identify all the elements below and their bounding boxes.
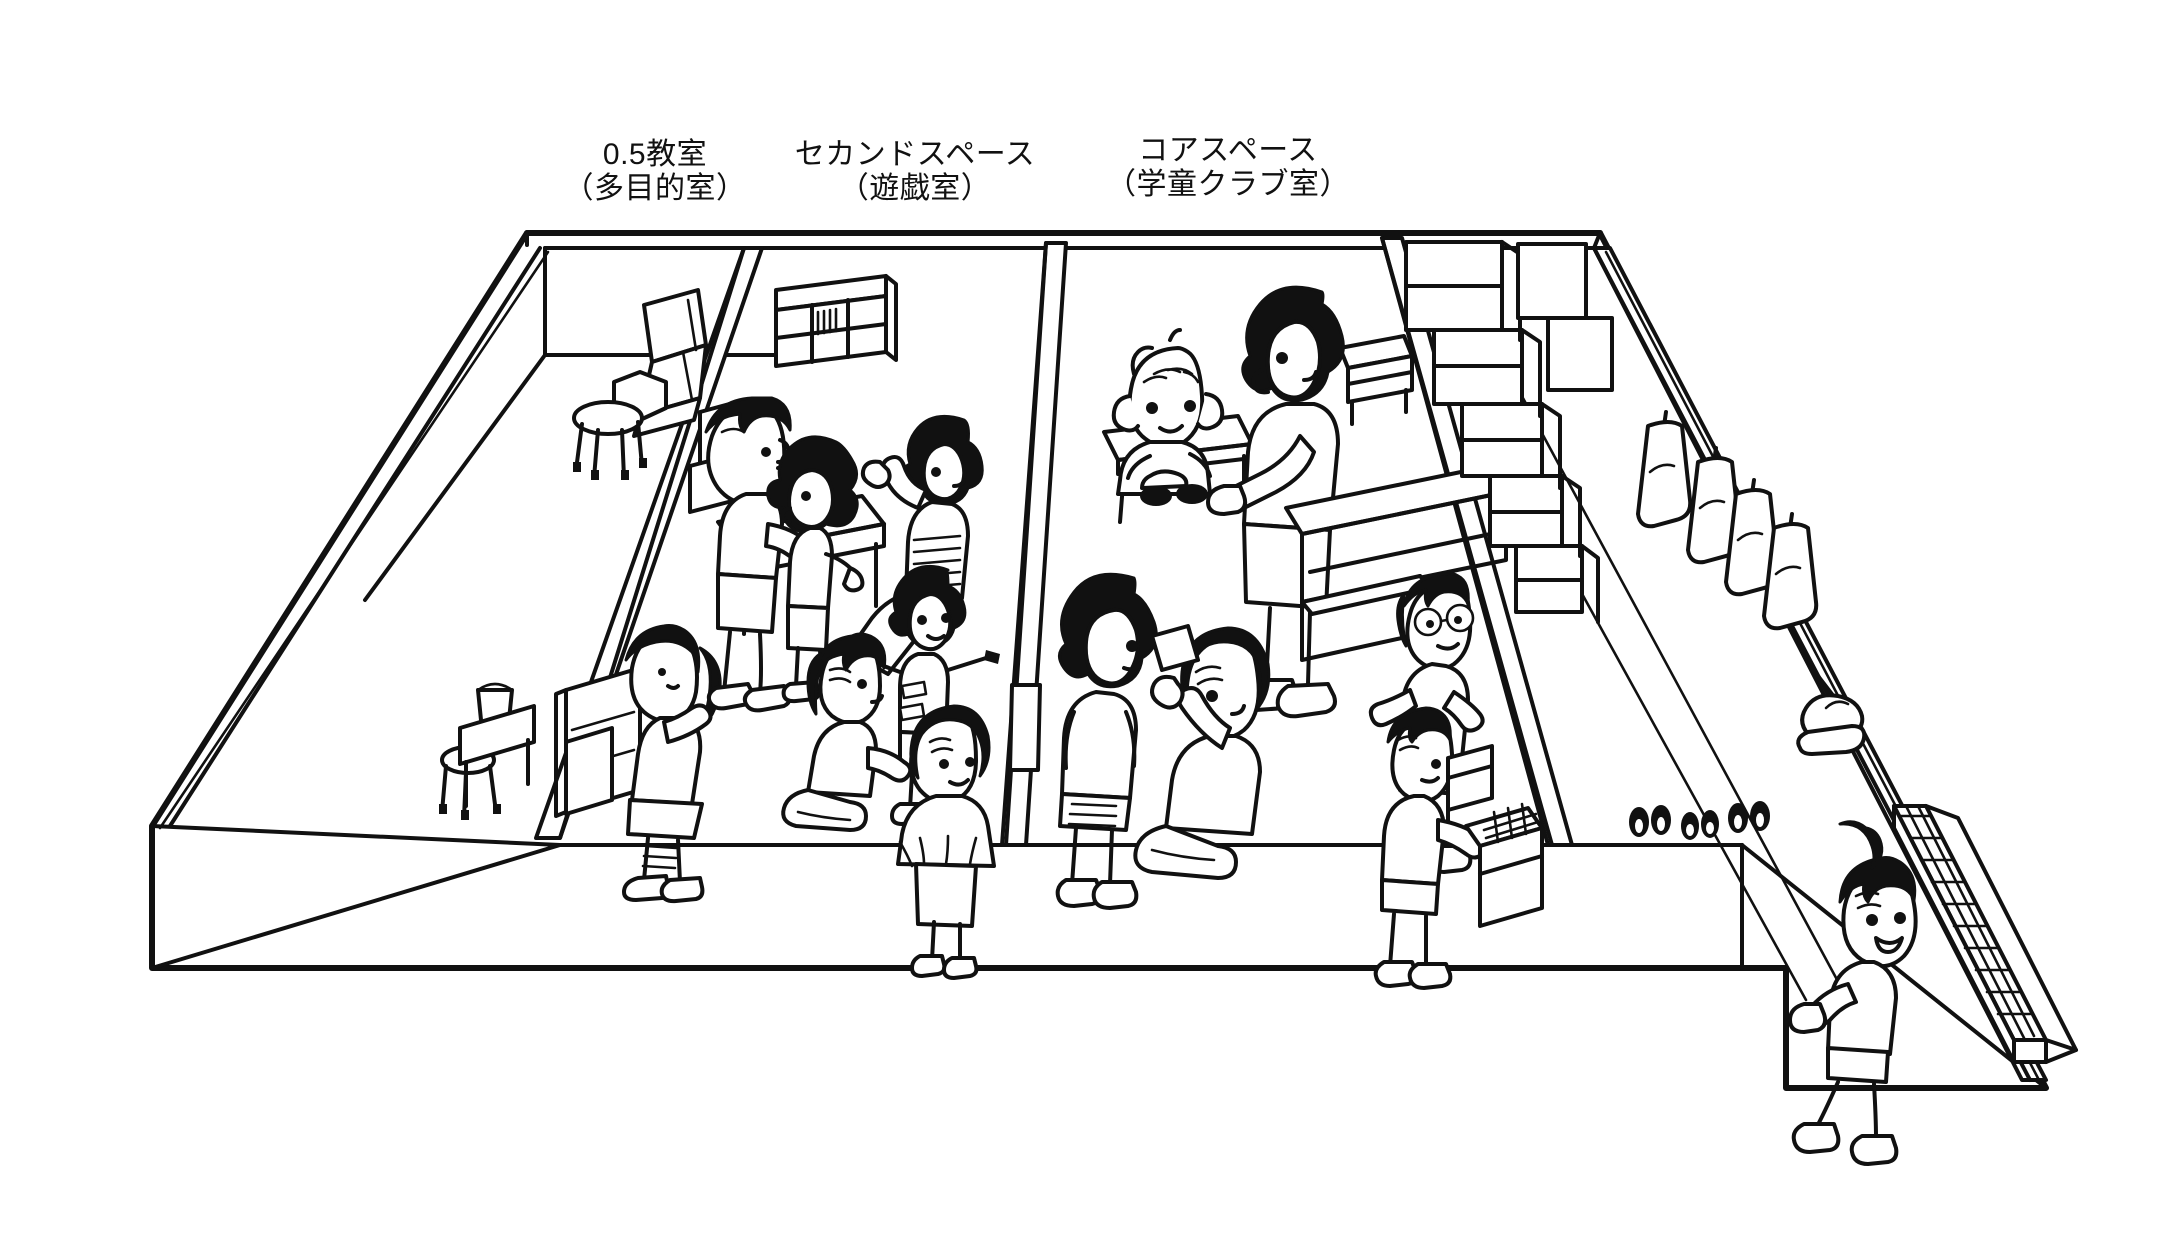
hanging-hat (1796, 674, 1867, 756)
person-girl-skirt (896, 704, 996, 980)
person-boy-at-boxes (1373, 706, 1489, 990)
person-girl-kneeling-card (1133, 626, 1271, 880)
partition-core-corridor (1380, 236, 1574, 847)
person-girl-at-bookshelf (622, 624, 722, 904)
shoe-rack (1892, 804, 2078, 1064)
zone-label-line2: （学童クラブ室） (1106, 167, 1350, 201)
indoor-shoes (1629, 801, 1770, 840)
person-girl-kneeling-floor (781, 632, 913, 832)
person-girl-writing (1111, 328, 1225, 506)
zone-label-second-space: セカンドスペース （遊戯室） (770, 138, 1060, 205)
hanging-bags (1636, 410, 1819, 631)
cubby-lockers (1404, 240, 1614, 624)
partition-second-core (1000, 241, 1068, 847)
low-bench-left (458, 704, 536, 808)
floor-blocks (898, 680, 928, 722)
zone-label-core-space: コアスペース （学童クラブ室） (1088, 134, 1368, 201)
person-staff-adult (1206, 285, 1345, 719)
hanging-bag (1636, 410, 1693, 529)
shoe-rack-grid (1897, 804, 2036, 1040)
shoe-pair (1681, 810, 1719, 840)
wall-cubby-shelf (774, 274, 898, 368)
held-card (1150, 624, 1200, 672)
person-boy-standing-core (1055, 572, 1158, 910)
piano (612, 288, 708, 438)
counter-cabinet (1338, 334, 1414, 426)
hanging-bag (1686, 446, 1743, 565)
person-boy-curly (766, 435, 865, 704)
person-girl-seated-desk (704, 396, 816, 713)
piano-stool (572, 400, 647, 480)
zone-label-line1: セカンドスペース (794, 138, 1036, 171)
zone-label-line1: 0.5教室 (602, 138, 708, 171)
low-bookshelf-left (554, 666, 642, 818)
left-room-wall (150, 250, 562, 847)
crate-grid (1482, 802, 1540, 844)
zone-label-line2: （遊戯室） (838, 171, 992, 205)
zone-label-line2: （多目的室） (563, 171, 747, 205)
hanging-bag (1762, 512, 1819, 631)
zone-label-half-classroom: 0.5教室 （多目的室） (525, 138, 785, 205)
storage-boxes (1446, 744, 1544, 928)
person-girl-running (1788, 820, 1918, 1166)
shoe-pair (1728, 801, 1770, 833)
zone-label-line1: コアスペース (1138, 134, 1318, 167)
shoe-pair (1629, 805, 1671, 837)
